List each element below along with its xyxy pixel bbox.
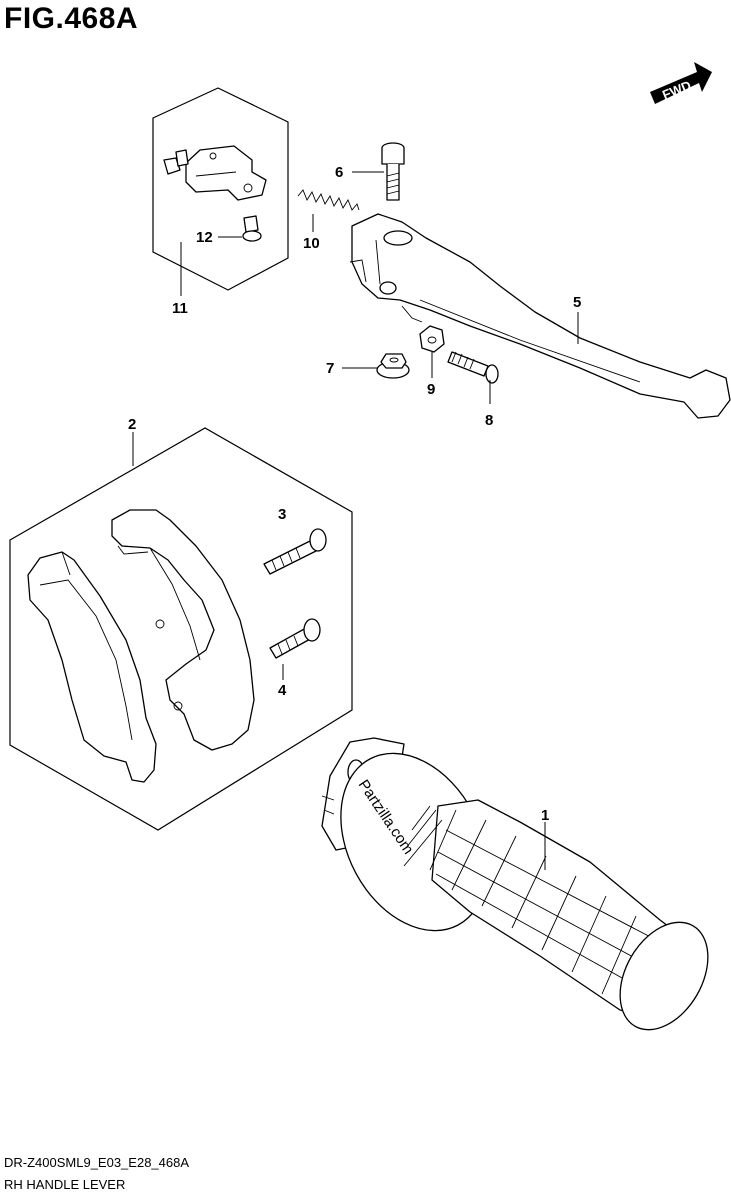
callout-10: 10 bbox=[303, 235, 320, 252]
brake-lever-part bbox=[349, 213, 731, 419]
callout-2: 2 bbox=[128, 416, 136, 433]
callout-6: 6 bbox=[335, 164, 343, 181]
callout-1: 1 bbox=[541, 807, 549, 824]
lever-bolt-part bbox=[447, 351, 499, 384]
figure-code: DR-Z400SML9_E03_E28_468A bbox=[4, 1155, 190, 1170]
figure-title: FIG.468A bbox=[4, 2, 139, 35]
callout-12: 12 bbox=[196, 229, 213, 246]
callout-9: 9 bbox=[427, 381, 435, 398]
callout-8: 8 bbox=[485, 412, 493, 429]
callout-3: 3 bbox=[278, 506, 286, 523]
spring-part bbox=[297, 189, 360, 211]
switch-screw-part bbox=[242, 215, 262, 242]
lever-pivot-pin-part bbox=[381, 142, 405, 201]
brake-switch-part bbox=[163, 145, 267, 201]
holder-lower-part bbox=[27, 551, 157, 783]
holder-upper-part bbox=[111, 509, 255, 751]
switch-kit-box bbox=[152, 87, 289, 291]
holder-kit-box bbox=[9, 427, 353, 831]
fwd-label: FWD bbox=[660, 78, 693, 103]
callout-5: 5 bbox=[573, 294, 581, 311]
callout-11: 11 bbox=[172, 300, 188, 317]
fwd-arrow-icon: FWD bbox=[650, 62, 712, 104]
figure-name: RH HANDLE LEVER bbox=[4, 1177, 126, 1192]
holder-screw-long-part bbox=[263, 528, 327, 575]
throttle-grip-part bbox=[321, 737, 709, 1031]
callout-4: 4 bbox=[278, 682, 287, 699]
holder-screw-short-part bbox=[269, 618, 321, 659]
callout-7: 7 bbox=[326, 360, 334, 377]
flange-nut-part bbox=[376, 353, 410, 379]
lever-nut-part bbox=[419, 325, 445, 353]
